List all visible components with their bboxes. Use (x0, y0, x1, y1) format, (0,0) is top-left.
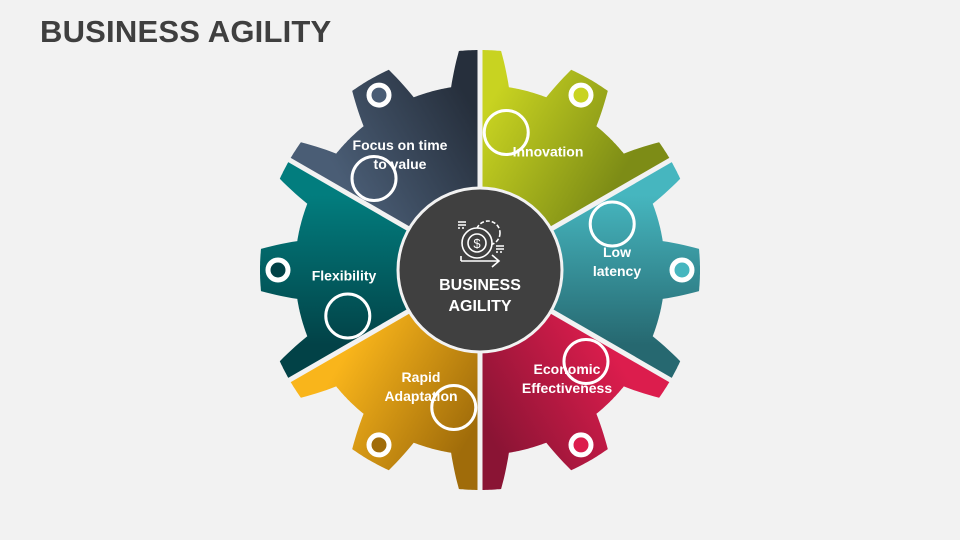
segment-label-focus-on-time-to-value: Focus on time to value (352, 137, 448, 172)
segment-label-low-latency: Low latency (592, 244, 642, 279)
puzzle-knob (430, 384, 478, 432)
ring-hole-icon (568, 82, 594, 108)
ring-hole-icon (669, 257, 695, 283)
gear-segment-low-latency (480, 160, 700, 380)
segment-label-innovation: Innovation (512, 143, 584, 160)
center-title-line1: BUSINESS (439, 277, 521, 294)
center-title: BUSINESS AGILITY (439, 275, 521, 317)
gear-segment-flexibility (260, 160, 480, 380)
svg-text:$: $ (473, 236, 481, 251)
puzzle-knob (588, 200, 636, 248)
segment-label-economic-effectiveness: Economic Effectiveness (521, 361, 613, 396)
puzzle-knob (324, 292, 372, 340)
center-title-line2: AGILITY (448, 298, 512, 315)
puzzle-knob (350, 155, 398, 203)
segment-label-flexibility: Flexibility (311, 267, 377, 284)
dollar-coin-gear-arrow-icon: $ (458, 220, 504, 268)
ring-hole-icon (366, 82, 392, 108)
center-circle (396, 186, 564, 354)
ring-hole-icon (366, 432, 392, 458)
ring-hole-icon (568, 432, 594, 458)
slide-title: BUSINESS AGILITY (40, 14, 332, 49)
puzzle-knob (482, 108, 530, 156)
ring-hole-icon (265, 257, 291, 283)
segment-label-rapid-adaptation: Rapid Adaptation (384, 369, 458, 404)
puzzle-knob (562, 337, 610, 385)
